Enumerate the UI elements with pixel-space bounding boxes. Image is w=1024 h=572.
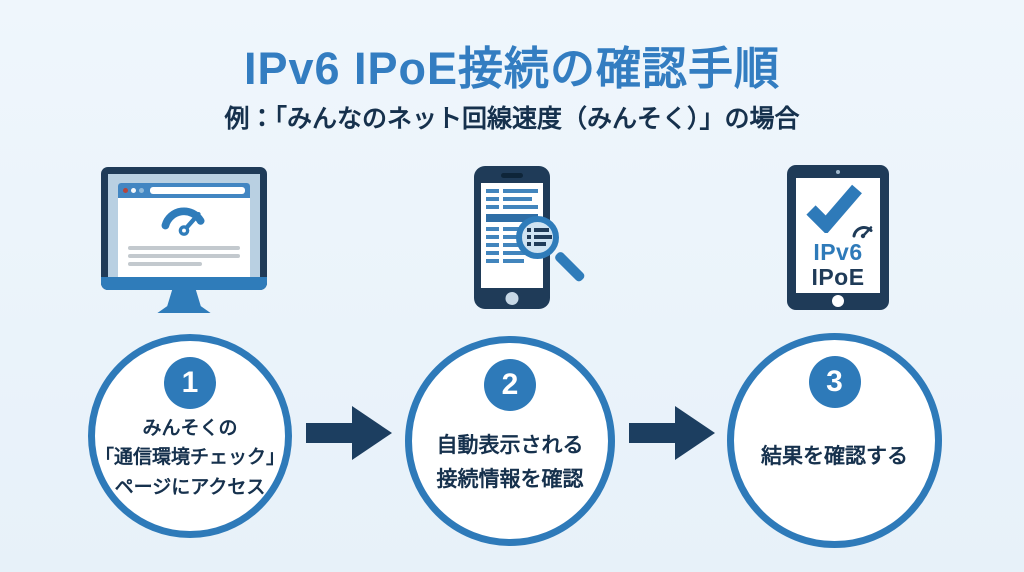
browser-toolbar [118,183,250,198]
monitor-stand [157,290,211,313]
browser-dot-red-icon [123,188,128,193]
magnifier-icon [516,216,559,259]
tablet-icon: IPv6 IPoE [787,165,889,310]
desktop-monitor-icon [101,167,267,313]
monitor-screen [101,167,267,290]
step-number-badge: 2 [484,359,536,411]
step-text-line: 接続情報を確認 [436,467,584,491]
speedometer-icon [161,207,205,236]
magnifier-handle [553,250,586,283]
step-text: 結果を確認する [761,440,908,474]
step-text-line: 「通信環境チェック」 [95,447,286,469]
text-line [128,254,240,258]
address-bar [150,187,245,194]
step-text: みんそくの 「通信環境チェック」 ページにアクセス [95,414,285,502]
highlight-row [486,214,538,222]
speedometer-mini-icon [852,226,873,239]
step-circle-3: 3 結果を確認する [727,333,942,548]
step-text-line: 自動表示される [436,434,584,457]
tablet-label-ipv6: IPv6 [813,239,863,265]
browser-window [118,183,250,277]
step-text: 自動表示される 接続情報を確認 [437,429,584,496]
step-text-line: みんそくの [142,418,238,439]
text-line [128,246,240,250]
camera-dot-icon [836,170,840,174]
home-button-icon [505,292,519,305]
speaker-slot-icon [501,173,523,178]
step-text-line: 結果を確認する [761,445,908,468]
browser-dot-white-icon [131,188,136,193]
right-arrow-icon [629,406,715,460]
monitor-bezel [108,174,260,277]
smartphone-icon [474,166,596,312]
right-arrow-icon [306,406,392,460]
page-subtitle: 例：「みんなのネット回線速度（みんそく）」の場合 [224,105,800,133]
step-number-badge: 1 [164,357,216,409]
tablet-screen: IPv6 IPoE [796,178,880,293]
checkmark-icon [806,184,862,233]
step-number-badge: 3 [808,356,861,408]
step-circle-2: 2 自動表示される 接続情報を確認 [405,336,615,546]
browser-content [118,198,250,266]
home-button-icon [832,295,844,307]
text-line [128,262,202,266]
tablet-labels: IPv6 IPoE [796,239,880,291]
tablet-label-ipoe: IPoE [811,264,865,291]
monitor-bottom-strip [101,277,267,290]
browser-dot-blue-icon [139,188,144,193]
step-circle-1: 1 みんそくの 「通信環境チェック」 ページにアクセス [88,334,292,538]
step-text-line: ページにアクセス [114,476,266,498]
page-title: IPv6 IPoE接続の確認手順 [243,43,781,94]
